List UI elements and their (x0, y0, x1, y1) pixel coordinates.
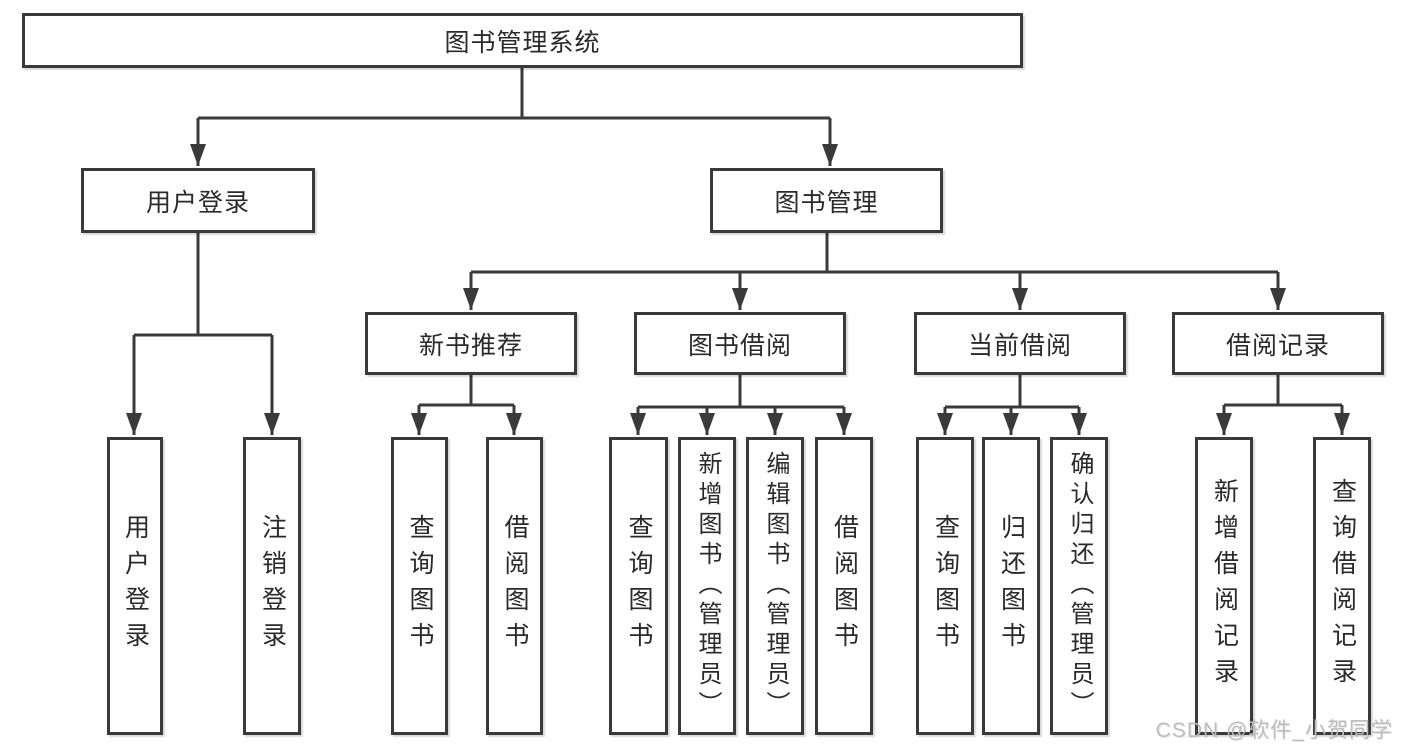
leaf-borrow-books-borrow: 借阅图书 (815, 437, 873, 735)
leaf-user-login: 用户登录 (107, 437, 163, 735)
leaf-add-book-admin: 新增图书（管理员） (678, 437, 736, 735)
leaf-add-borrow-record: 新增借阅记录 (1195, 437, 1253, 735)
leaf-query-books-current: 查询图书 (916, 437, 974, 735)
leaf-edit-book-admin: 编辑图书（管理员） (746, 437, 804, 735)
leaf-return-books: 归还图书 (982, 437, 1040, 735)
node-current-borrow: 当前借阅 (914, 312, 1126, 375)
node-root-system: 图书管理系统 (22, 13, 1023, 68)
leaf-borrow-books-recommend: 借阅图书 (486, 437, 543, 735)
leaf-query-borrow-record: 查询借阅记录 (1313, 437, 1371, 735)
leaf-query-books-recommend: 查询图书 (391, 437, 448, 735)
node-borrow-records: 借阅记录 (1172, 312, 1384, 375)
leaf-query-books-borrow: 查询图书 (609, 437, 668, 735)
csdn-watermark: CSDN @软件_小贺同学 (1155, 719, 1393, 742)
node-new-book-recommend: 新书推荐 (365, 312, 577, 375)
node-book-management: 图书管理 (710, 168, 943, 233)
node-user-login: 用户登录 (81, 168, 315, 233)
leaf-confirm-return-admin: 确认归还（管理员） (1050, 437, 1108, 735)
node-book-borrow: 图书借阅 (634, 312, 846, 375)
leaf-logout: 注销登录 (243, 437, 301, 735)
